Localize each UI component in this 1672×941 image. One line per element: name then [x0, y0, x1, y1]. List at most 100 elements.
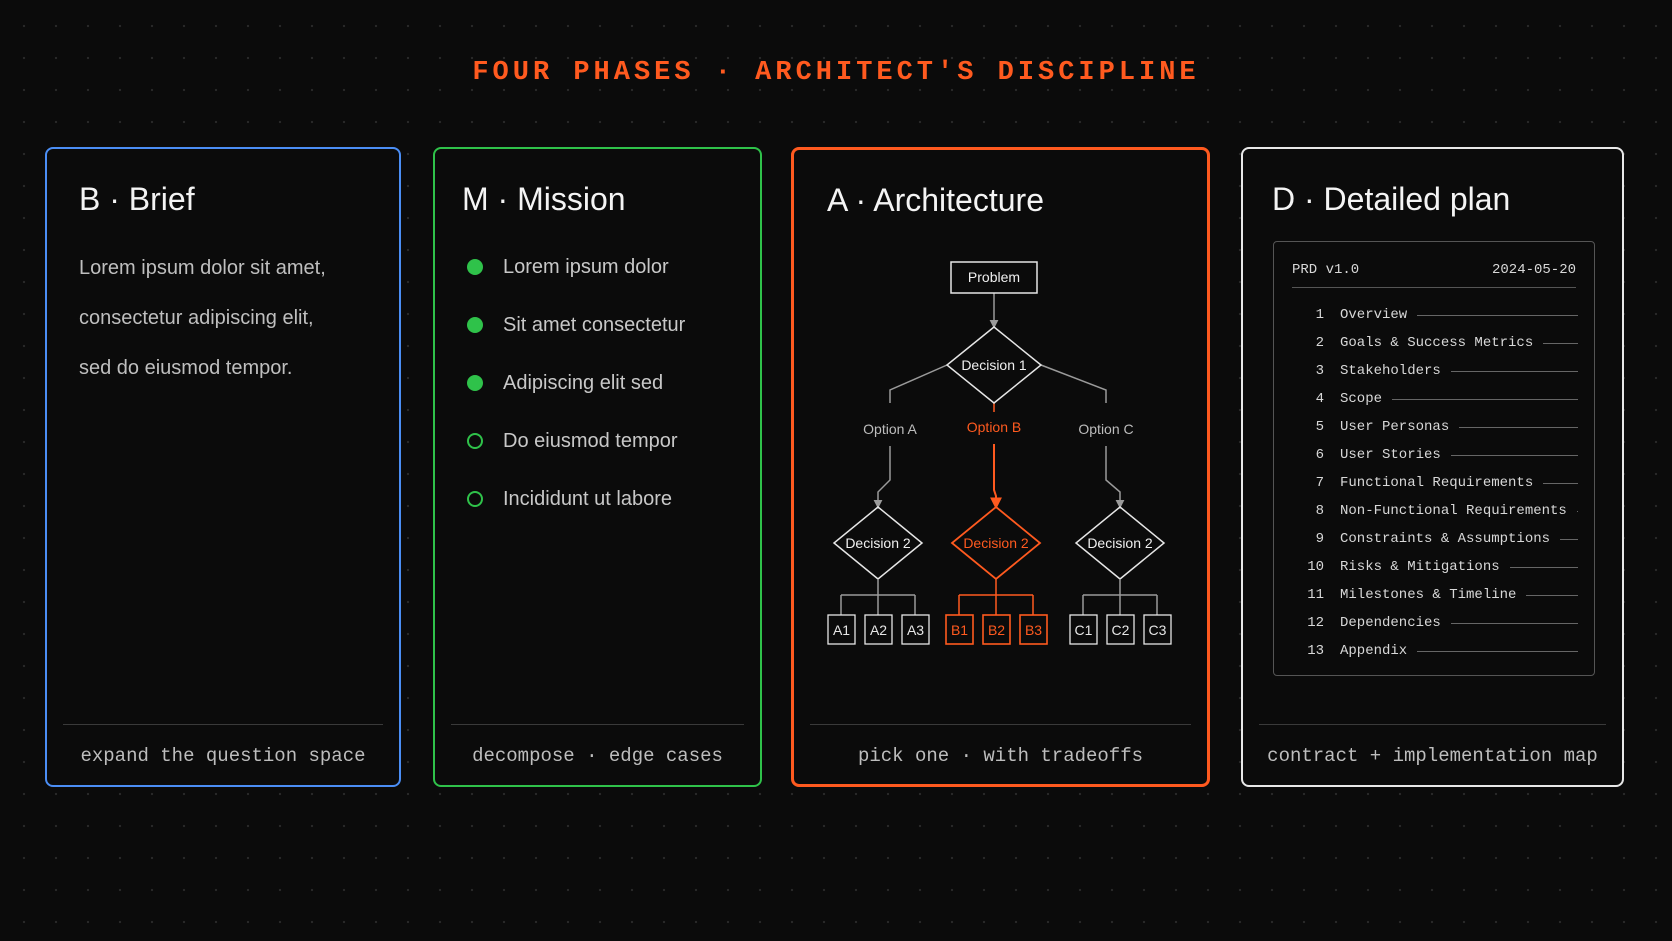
- brief-line: Lorem ipsum dolor sit amet,: [79, 257, 326, 279]
- doc-section-row: 8 Non-Functional Requirements: [1292, 497, 1578, 525]
- doc-section-label: Goals & Success Metrics: [1340, 335, 1534, 351]
- leader-line: [1417, 314, 1578, 316]
- leaf-label-b3: B3: [1025, 622, 1042, 638]
- problem-node: [950, 261, 1038, 294]
- leaf-label-b2: B2: [988, 622, 1005, 638]
- brief-text: Lorem ipsum dolor sit amet, consectetur …: [79, 256, 326, 406]
- divider: [1259, 724, 1606, 725]
- option-a-label: Option A: [863, 421, 917, 437]
- doc-section-label: User Stories: [1340, 447, 1441, 463]
- divider: [1292, 287, 1576, 288]
- doc-section-number: 10: [1307, 559, 1324, 575]
- mission-item: Do eiusmod tempor: [467, 429, 685, 487]
- doc-section-row: 1 Overview: [1292, 301, 1578, 329]
- doc-section-row: 12 Dependencies: [1292, 609, 1578, 637]
- edge-decision1-option-a: [889, 364, 948, 403]
- status-dot-icon: [467, 491, 483, 507]
- status-dot-icon: [467, 317, 483, 333]
- decision1-node: [945, 326, 1043, 404]
- doc-section-number: 12: [1307, 615, 1324, 631]
- leaf-connectors-c: [1082, 579, 1158, 615]
- doc-section-number: 11: [1307, 587, 1324, 603]
- divider: [810, 724, 1191, 725]
- leader-line: [1509, 566, 1578, 568]
- leaf-label-b1: B1: [951, 622, 968, 638]
- doc-section-number: 6: [1315, 447, 1324, 463]
- mission-item-label: Incididunt ut labore: [503, 488, 673, 510]
- problem-label: Problem: [968, 269, 1020, 285]
- doc-section-row: 10 Risks & Mitigations: [1292, 553, 1578, 581]
- edge-decision1-option-c: [1040, 364, 1107, 403]
- doc-section-label: Functional Requirements: [1340, 475, 1534, 491]
- mission-item-label: Lorem ipsum dolor: [503, 256, 669, 278]
- panel-title-mission: M · Mission: [462, 181, 626, 217]
- edge-option-b-decision2: [990, 444, 1002, 510]
- doc-section-number: 8: [1315, 503, 1324, 519]
- leaf-node-b1: [945, 614, 974, 645]
- divider: [63, 724, 383, 725]
- mission-item: Incididunt ut labore: [467, 487, 685, 545]
- edge-option-c-decision2: [1105, 446, 1125, 509]
- panel-title-architecture: A · Architecture: [827, 182, 1044, 218]
- doc-date: 2024-05-20: [1491, 262, 1576, 278]
- panel-footer-brief: expand the question space: [80, 745, 366, 767]
- leaf-label-a3: A3: [907, 622, 924, 638]
- leaf-node-a2: [864, 614, 893, 645]
- doc-section-number: 5: [1315, 419, 1324, 435]
- doc-name: PRD v1.0: [1292, 262, 1360, 278]
- doc-section-number: 3: [1315, 363, 1324, 379]
- option-c-label: Option C: [1078, 421, 1133, 437]
- doc-section-label: Stakeholders: [1340, 363, 1441, 379]
- leaf-node-c3: [1143, 614, 1172, 645]
- prd-document: PRD v1.0 2024-05-20 1 Overview 2 Goals & Su…: [1273, 241, 1595, 676]
- option-b-label: Option B: [967, 419, 1021, 435]
- doc-section-label: Appendix: [1340, 643, 1408, 659]
- decision2-b-label: Decision 2: [963, 535, 1029, 551]
- panel-footer-architecture: pick one · with tradeoffs: [857, 745, 1144, 767]
- leader-line: [1392, 398, 1578, 400]
- doc-section-label: Risks & Mitigations: [1340, 559, 1500, 575]
- edge-option-a-decision2: [873, 446, 891, 509]
- doc-section-label: Milestones & Timeline: [1340, 587, 1517, 603]
- leaf-label-a1: A1: [833, 622, 850, 638]
- doc-section-number: 4: [1315, 391, 1324, 407]
- brief-line: consectetur adipiscing elit,: [79, 307, 314, 329]
- panel-brief: B · Brief Lorem ipsum dolor sit amet, co…: [45, 147, 401, 787]
- doc-section-number: 1: [1315, 307, 1324, 323]
- doc-section-label: User Personas: [1340, 419, 1450, 435]
- brief-line: sed do eiusmod tempor.: [79, 357, 293, 379]
- decision2-a-label: Decision 2: [845, 535, 911, 551]
- status-dot-icon: [467, 375, 483, 391]
- doc-section-row: 3 Stakeholders: [1292, 357, 1578, 385]
- mission-item: Lorem ipsum dolor: [467, 255, 685, 313]
- status-dot-icon: [467, 259, 483, 275]
- leaf-connectors-a: [840, 579, 916, 615]
- leaf-connectors-b: [958, 579, 1034, 615]
- mission-item: Sit amet consectetur: [467, 313, 685, 371]
- mission-list: Lorem ipsum dolor Sit amet consectetur A…: [467, 255, 685, 545]
- leader-line: [1450, 454, 1578, 456]
- leader-line: [1417, 650, 1578, 652]
- doc-section-label: Non-Functional Requirements: [1340, 503, 1567, 519]
- doc-section-label: Dependencies: [1340, 615, 1441, 631]
- doc-section-label: Overview: [1340, 307, 1408, 323]
- divider: [451, 724, 744, 725]
- leaf-label-c1: C1: [1075, 622, 1093, 638]
- leaf-node-b3: [1019, 614, 1048, 645]
- doc-section-label: Constraints & Assumptions: [1340, 531, 1551, 547]
- doc-section-row: 5 User Personas: [1292, 413, 1578, 441]
- leaf-label-c2: C2: [1112, 622, 1130, 638]
- leader-line: [1560, 538, 1578, 540]
- panel-footer-mission: decompose · edge cases: [472, 745, 723, 767]
- page-title: FOUR PHASES · ARCHITECT'S DISCIPLINE: [472, 58, 1200, 88]
- leaf-node-c2: [1106, 614, 1135, 645]
- leaf-node-a1: [827, 614, 856, 645]
- leader-line: [1459, 426, 1578, 428]
- doc-section-number: 9: [1315, 531, 1324, 547]
- mission-item-label: Do eiusmod tempor: [503, 430, 678, 452]
- doc-section-number: 2: [1315, 335, 1324, 351]
